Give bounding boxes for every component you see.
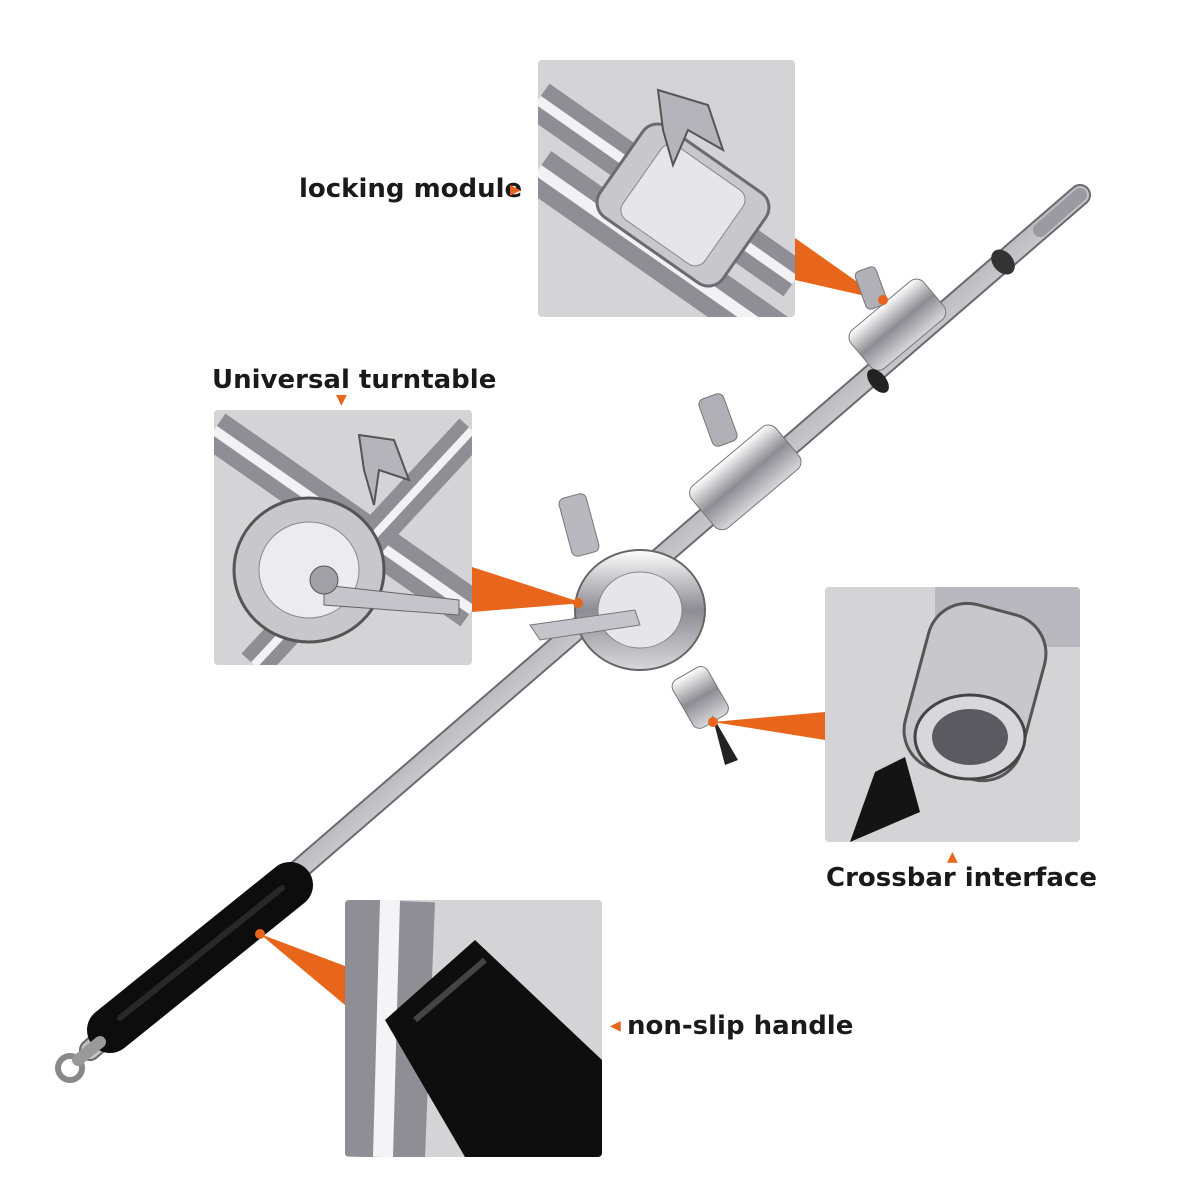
tip-ring [991, 249, 1015, 275]
locking-dot [878, 295, 888, 305]
crossbar-interface-arrow-icon: ▲ [947, 849, 958, 865]
second-clamp [689, 393, 802, 531]
universal-turntable [529, 493, 738, 765]
end-loop [55, 1053, 85, 1083]
handle-detail-panel [345, 900, 602, 1157]
turntable-dot [573, 598, 583, 608]
pole-tip [1033, 188, 1087, 237]
universal-turntable-label: Universal turntable [212, 365, 497, 395]
non-slip-handle-label: non-slip handle [627, 1011, 854, 1041]
crossbar-detail-panel [825, 587, 1080, 842]
handle-pointer [260, 934, 345, 1005]
universal-turntable-arrow-icon: ▼ [336, 392, 347, 408]
turntable-detail-panel [214, 410, 472, 665]
locking-module-detail-panel [538, 60, 795, 317]
crossbar-dot [708, 717, 718, 727]
non-slip-handle-arrow-icon: ◀ [610, 1018, 621, 1034]
crossbar-pointer [713, 712, 825, 740]
crossbar-interface-label: Crossbar interface [826, 863, 1097, 893]
handle-dot [255, 929, 265, 939]
locking-module-arrow-icon: ▶ [510, 182, 521, 198]
locking-module-label: locking module [299, 174, 523, 204]
turntable-pointer [472, 567, 583, 612]
